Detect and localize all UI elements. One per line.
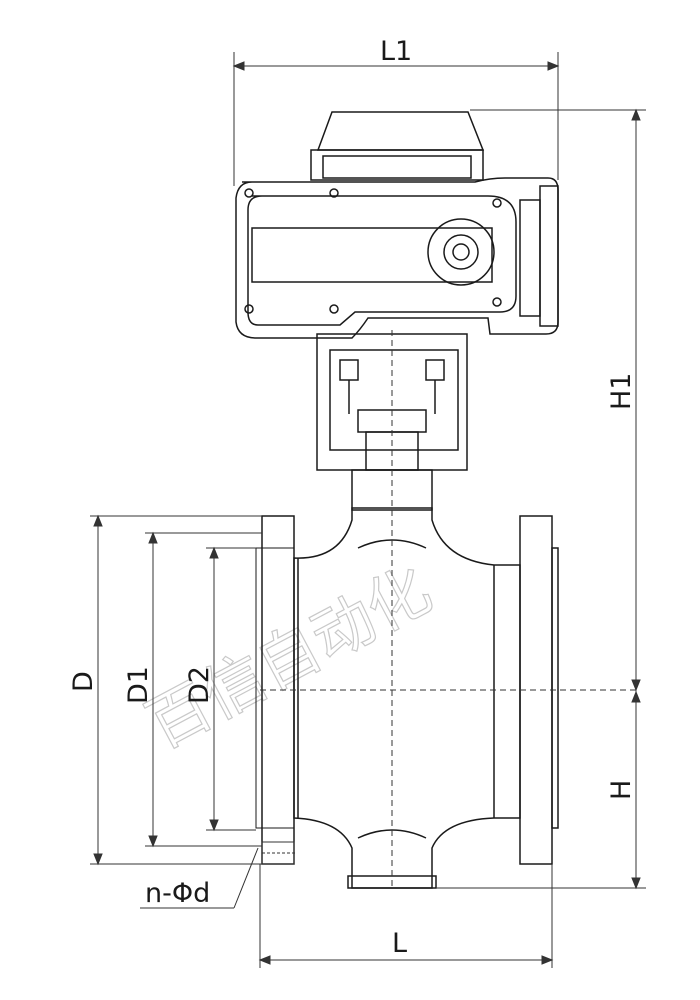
label-H1: H1 bbox=[606, 373, 637, 410]
dimension-lines bbox=[90, 52, 646, 968]
label-D1: D1 bbox=[123, 666, 154, 704]
actuator-top-cover bbox=[316, 111, 485, 151]
dimension-labels: L1 H1 H L D D1 D2 n-Φd bbox=[68, 36, 637, 959]
watermark: 百信自动化 bbox=[134, 552, 443, 763]
actuator-main-body bbox=[235, 177, 559, 339]
actuator-side-cover bbox=[539, 185, 559, 327]
label-bolt-holes: n-Φd bbox=[145, 878, 210, 909]
actuator-upper-housing bbox=[310, 149, 484, 181]
actuator-bolts bbox=[244, 188, 502, 314]
label-L: L bbox=[392, 928, 407, 959]
handwheel-cap bbox=[427, 218, 495, 286]
center-lines bbox=[260, 330, 638, 890]
electric-actuator bbox=[235, 111, 559, 339]
label-D: D bbox=[68, 671, 99, 692]
label-D2: D2 bbox=[184, 666, 215, 704]
label-L1: L1 bbox=[380, 36, 412, 67]
watermark-text: 百信自动化 bbox=[135, 552, 443, 762]
label-H: H bbox=[606, 780, 637, 800]
body-outline bbox=[293, 507, 521, 889]
